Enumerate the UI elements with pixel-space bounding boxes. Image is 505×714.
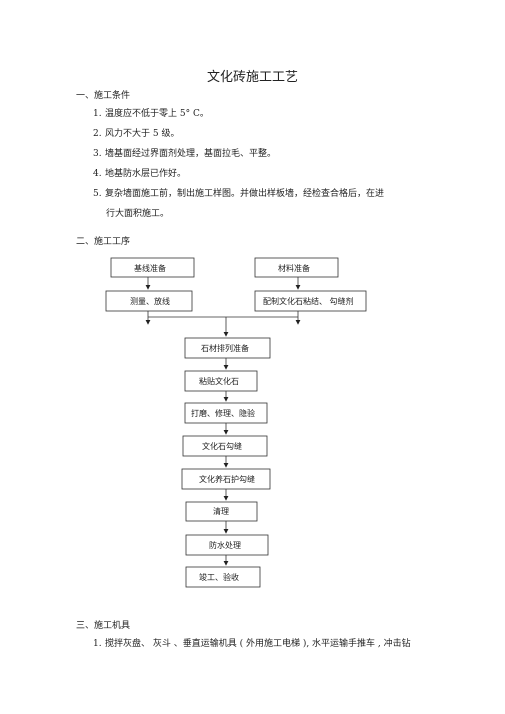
item-text: 风力不大于 5 级。 — [105, 129, 180, 139]
item-text: 墙基面经过界面剂处理，基面拉毛、平整。 — [105, 149, 277, 159]
list-item: 4.地基防水层已作好。 — [93, 166, 186, 179]
label-step-3: 打磨、修理、隐验 — [191, 409, 255, 418]
list-item: 1.温度应不低于零上 5° C。 — [93, 106, 209, 119]
item-number: 4. — [93, 169, 102, 179]
label-step-1: 石材排列准备 — [201, 344, 249, 353]
label-step-7: 防水处理 — [209, 541, 241, 550]
item-number: 3. — [93, 149, 102, 159]
section-heading-procedure: 二、施工工序 — [76, 237, 131, 247]
box-step-4 — [182, 435, 268, 457]
item-text: 行大面积施工。 — [106, 209, 170, 219]
item-text: 复杂墙面施工前，制出施工样图。并做出样板墙，经检查合格后，在进 — [105, 189, 385, 199]
box-step-6 — [185, 501, 258, 522]
box-measure-layout — [105, 290, 193, 312]
label-baseline-prep: 基线准备 — [134, 264, 166, 273]
list-item: 5.复杂墙面施工前，制出施工样图。并做出样板墙，经检查合格后，在进 — [93, 186, 384, 199]
list-item: 2.风力不大于 5 级。 — [93, 126, 179, 139]
item-text: 搅拌灰盘、 灰斗 、垂直运输机具 ( 外用施工电梯 ), 水平运输手推车 , 冲… — [105, 639, 411, 649]
list-item: 3.墙基面经过界面剂处理，基面拉毛、平整。 — [93, 146, 276, 159]
label-step-2: 粘贴文化石 — [199, 377, 239, 386]
label-step-5: 文化养石护勾缝 — [199, 475, 255, 484]
label-material-prep: 材料准备 — [278, 264, 310, 273]
box-step-8 — [185, 566, 261, 588]
item-number: 1. — [93, 109, 102, 119]
label-step-8: 竣工、验收 — [199, 573, 239, 582]
box-material-prep — [254, 257, 339, 278]
label-measure-layout: 测量、放线 — [130, 297, 170, 306]
box-baseline-prep — [110, 257, 195, 278]
box-step-1 — [184, 337, 271, 359]
label-mix-adhesive: 配制文化石粘结、 勾缝剂 — [263, 297, 354, 306]
label-step-4: 文化石勾缝 — [202, 442, 242, 451]
item-text: 温度应不低于零上 5° C。 — [105, 109, 209, 119]
item-number: 2. — [93, 129, 102, 139]
page-title: 文化砖施工工艺 — [206, 70, 298, 85]
section-heading-tools: 三、施工机具 — [76, 621, 131, 631]
item-number: 5. — [93, 189, 102, 199]
label-step-6: 清理 — [213, 507, 229, 516]
item-number: 1. — [93, 639, 102, 649]
section-heading-conditions: 一、施工条件 — [76, 91, 131, 101]
list-item: 1.搅拌灰盘、 灰斗 、垂直运输机具 ( 外用施工电梯 ), 水平运输手推车 ,… — [93, 636, 411, 649]
item-text: 地基防水层已作好。 — [105, 169, 187, 179]
box-step-2 — [184, 370, 258, 392]
box-mix-adhesive — [254, 290, 367, 312]
box-step-7 — [185, 534, 269, 556]
list-item-continuation: 行大面积施工。 — [106, 206, 169, 219]
